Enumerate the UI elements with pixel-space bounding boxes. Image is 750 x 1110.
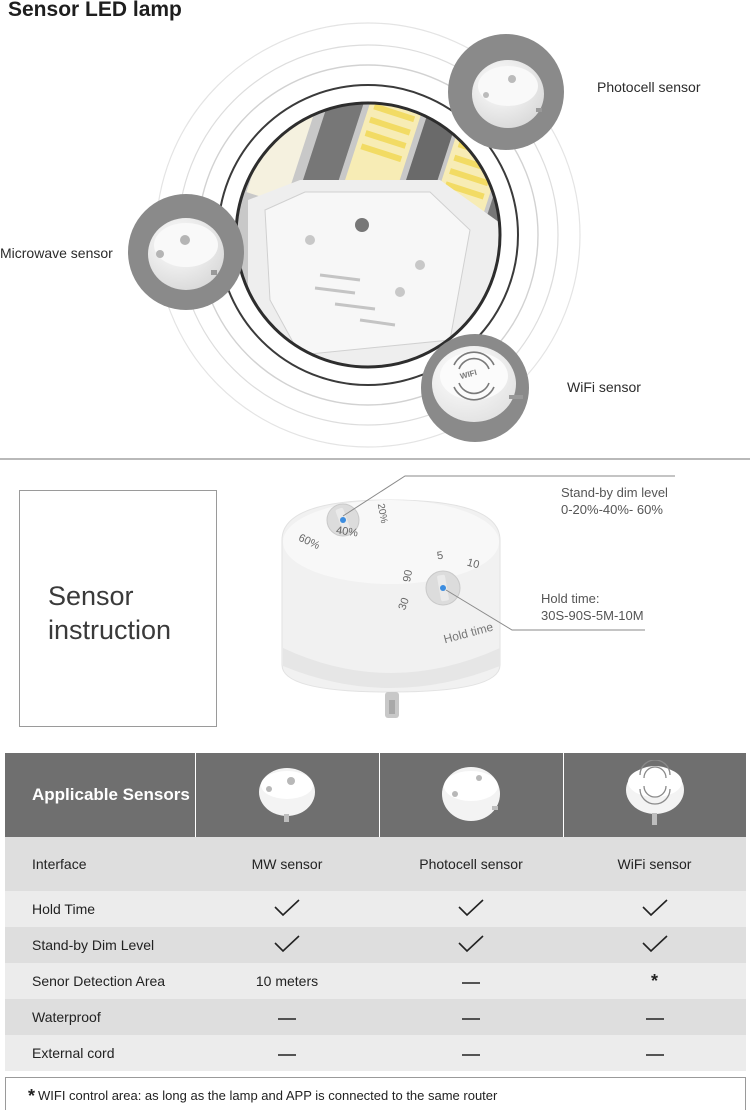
check-cell [195,927,379,963]
microwave-sensor-label: Microwave sensor [0,245,113,261]
photocell-sensor-label: Photocell sensor [597,79,701,95]
lamp-illustration [128,22,581,448]
photocell-sensor-image [448,34,564,150]
photocell-sensor-icon [442,766,500,821]
table-row: External cord [5,1035,746,1071]
wifi-sensor-label: WiFi sensor [567,379,641,395]
table-cell: MW sensor [195,837,379,891]
check-icon [641,934,668,952]
dash-icon [278,1018,296,1020]
header-photocell-sensor-image [379,753,564,837]
check-cell [563,891,746,927]
instruction-title-line2: instruction [48,615,172,645]
dash-icon [462,1018,480,1020]
instruction-title-line1: Sensor [48,581,134,611]
dash-cell [379,963,563,999]
table-cell: Photocell sensor [379,837,563,891]
dash-icon [645,1018,664,1020]
check-icon [458,898,484,916]
table-row: Waterproof [5,999,746,1035]
check-icon [274,934,300,952]
microwave-sensor-image [128,194,244,310]
sensor-instruction-title: Sensor instruction [48,579,171,647]
dial-mark-90: 90 [401,568,416,584]
row-label: Stand-by Dim Level [5,927,195,963]
row-label: Waterproof [5,999,195,1035]
dash-cell [563,1035,746,1071]
hero-section: Sensor LED lamp Photocell sensor Microwa… [0,0,750,458]
wifi-sensor-icon [625,758,684,825]
table-header-title: Applicable Sensors [5,753,196,837]
header-wifi-sensor-image [563,753,746,837]
footnote: *WIFI control area: as long as the lamp … [28,1086,497,1107]
hold-time-label: Hold time: [541,591,600,606]
row-label: External cord [5,1035,195,1071]
dash-cell [379,999,563,1035]
section-divider [0,458,750,460]
table-row: Stand-by Dim Level [5,927,746,963]
dash-cell [563,999,746,1035]
check-icon [641,898,668,916]
check-cell [379,891,563,927]
hold-time-callout: Hold time: 30S-90S-5M-10M [541,590,644,624]
dim-level-callout: Stand-by dim level 0-20%-40%- 60% [561,484,668,518]
table-row: Hold Time [5,891,746,927]
hold-time-values: 30S-90S-5M-10M [541,608,644,623]
dim-level-label: Stand-by dim level [561,485,668,500]
dim-level-values: 0-20%-40%- 60% [561,502,663,517]
wifi-sensor-image [421,334,529,442]
sensor-dial-illustration [281,475,675,718]
check-icon [458,934,484,952]
mw-sensor-icon [259,767,315,822]
footnote-box: *WIFI control area: as long as the lamp … [5,1077,746,1110]
header-mw-sensor-image [195,753,380,837]
applicable-sensors-table: Applicable Sensors [5,753,746,1071]
footnote-text: WIFI control area: as long as the lamp a… [38,1088,498,1103]
check-cell [379,927,563,963]
table-header-row: Applicable Sensors [5,753,746,837]
check-cell [563,927,746,963]
table-cell: * [563,963,746,999]
dash-cell [195,999,379,1035]
table-cell: WiFi sensor [563,837,746,891]
footnote-star: * [28,1086,36,1106]
dash-icon [462,1054,480,1056]
dash-icon [645,1054,664,1056]
row-label: Interface [5,837,195,891]
sensor-instruction-box: Sensor instruction [19,490,217,727]
table-cell: 10 meters [195,963,379,999]
dash-icon [462,982,480,984]
check-cell [195,891,379,927]
page-title: Sensor LED lamp [8,0,182,21]
dash-cell [195,1035,379,1071]
row-label: Hold Time [5,891,195,927]
check-icon [274,898,300,916]
dash-cell [379,1035,563,1071]
dash-icon [278,1054,296,1056]
row-label: Senor Detection Area [5,963,195,999]
